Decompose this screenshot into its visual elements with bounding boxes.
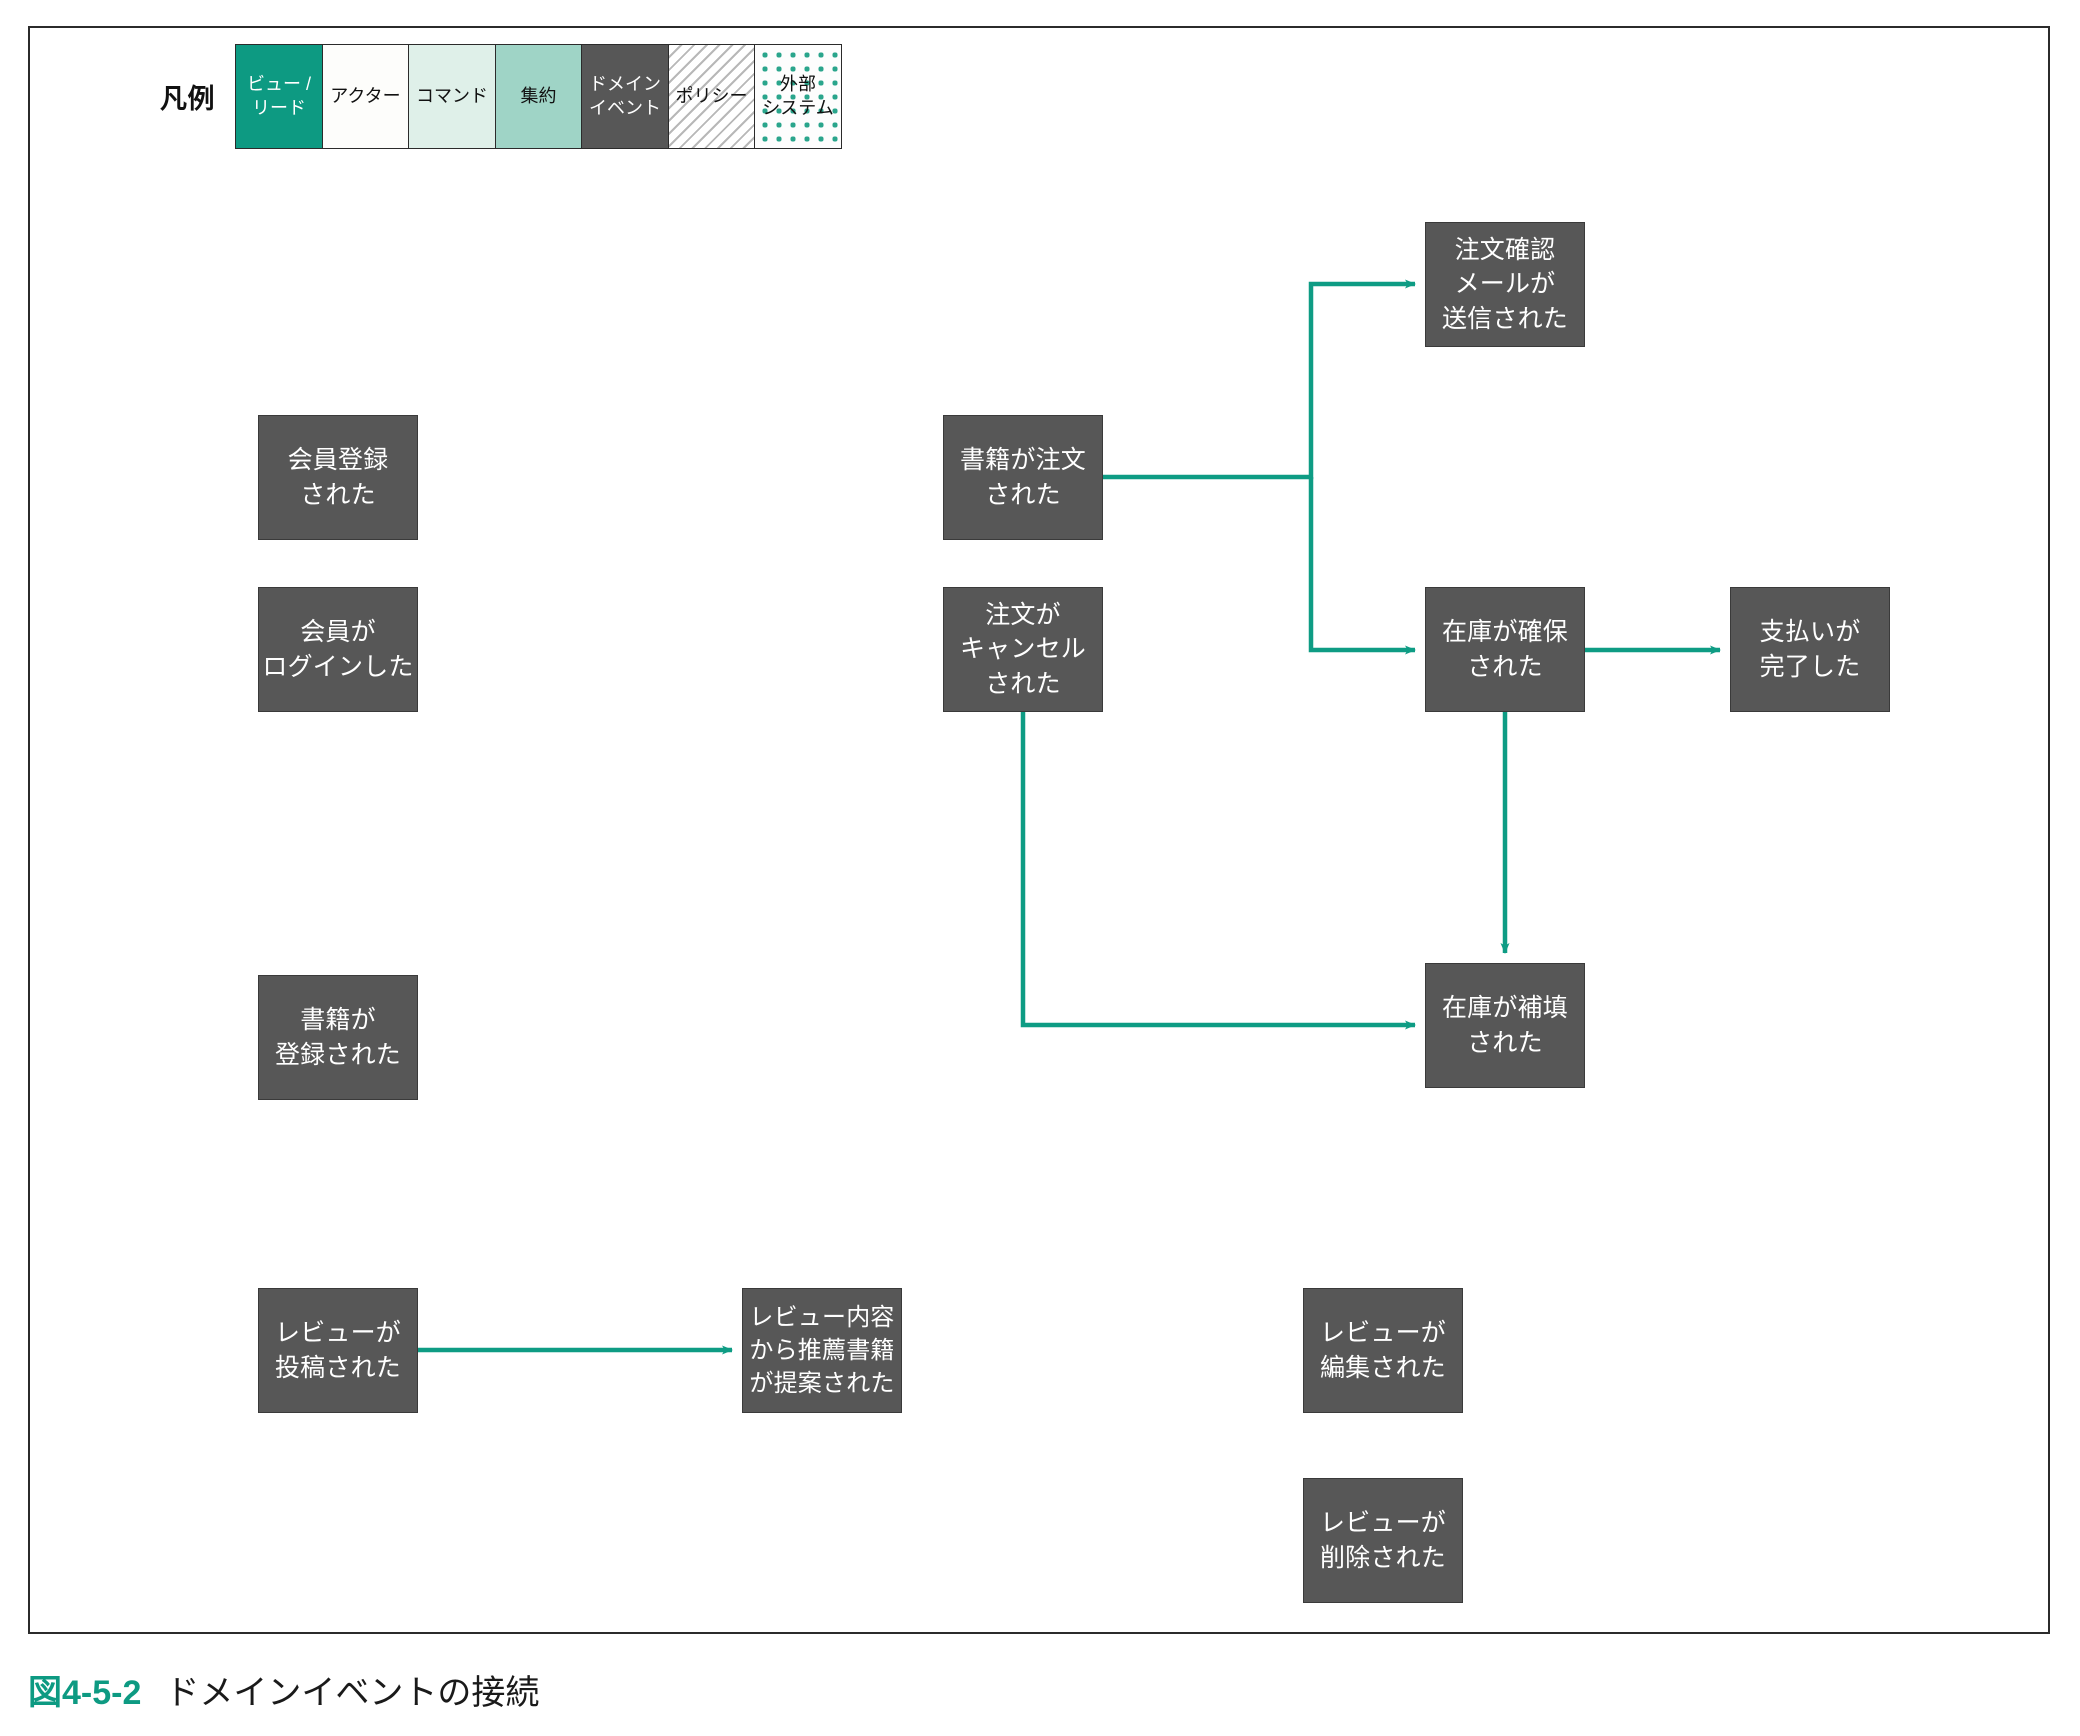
event-node-review-deleted[interactable]: レビューが 削除された [1303,1478,1463,1603]
legend-item-aggregate: 集約 [494,44,583,149]
legend-item-command: コマンド [408,44,496,149]
legend-label-actor: アクター [330,85,401,106]
legend-label-aggregate: 集約 [520,85,557,106]
legend-title: 凡例 [160,84,215,114]
event-node-review-edited[interactable]: レビューが 編集された [1303,1288,1463,1413]
event-label-review-deleted: レビューが 削除された [1319,1509,1446,1572]
event-label-confirmation-mail-sent: 注文確認 メールが 送信された [1441,235,1568,333]
event-label-stock-replenished: 在庫が補填 された [1441,994,1568,1057]
event-node-member-registered[interactable]: 会員登録 された [258,415,418,540]
figure-caption-number: 図4-5-2 [28,1674,142,1712]
legend-item-view-read: ビュー / リード [235,44,323,149]
event-node-stock-reserved[interactable]: 在庫が確保 された [1425,587,1585,712]
event-label-book-registered: 書籍が 登録された [274,1006,401,1069]
figure-caption-text: ドメインイベントの接続 [165,1674,540,1712]
legend-label-view-read: ビュー / リード [246,74,311,118]
legend: 凡例 ビュー / リード アクター コマンド 集約 ドメイン イベント ポリシー… [160,44,842,149]
legend-item-external-system: 外部 システム [754,44,842,149]
event-label-member-logged-in: 会員が ログインした [262,618,414,681]
legend-label-policy: ポリシー [675,85,748,106]
legend-label-external-system: 外部 システム [762,74,834,118]
event-label-review-posted: レビューが 投稿された [274,1319,401,1382]
legend-label-command: コマンド [416,85,488,106]
event-node-review-posted[interactable]: レビューが 投稿された [258,1288,418,1413]
event-node-stock-replenished[interactable]: 在庫が補填 された [1425,963,1585,1088]
event-node-book-ordered[interactable]: 書籍が注文 された [943,415,1103,540]
event-label-payment-completed: 支払いが 完了した [1759,618,1861,681]
event-node-payment-completed[interactable]: 支払いが 完了した [1730,587,1890,712]
legend-label-domain-event: ドメイン イベント [589,74,661,118]
event-node-confirmation-mail-sent[interactable]: 注文確認 メールが 送信された [1425,222,1585,347]
event-label-review-edited: レビューが 編集された [1319,1319,1446,1382]
event-node-book-registered[interactable]: 書籍が 登録された [258,975,418,1100]
legend-item-actor: アクター [321,44,410,149]
legend-item-domain-event: ドメイン イベント [581,44,669,149]
event-node-recommendation-suggested[interactable]: レビュー内容 から推薦書籍 が提案された [742,1288,902,1413]
event-node-member-logged-in[interactable]: 会員が ログインした [258,587,418,712]
event-label-stock-reserved: 在庫が確保 された [1441,618,1568,681]
event-label-member-registered: 会員登録 された [287,446,389,509]
event-label-book-ordered: 書籍が注文 された [959,446,1086,509]
legend-swatch-row: ビュー / リード アクター コマンド 集約 ドメイン イベント ポリシー 外部… [235,44,842,149]
event-label-recommendation-suggested: レビュー内容 から推薦書籍 が提案された [749,1303,895,1398]
event-label-order-cancelled: 注文が キャンセル された [959,600,1086,698]
figure-caption: 図4-5-2 ドメインイベントの接続 [28,1665,539,1714]
event-node-order-cancelled[interactable]: 注文が キャンセル された [943,587,1103,712]
legend-item-policy: ポリシー [667,44,756,149]
